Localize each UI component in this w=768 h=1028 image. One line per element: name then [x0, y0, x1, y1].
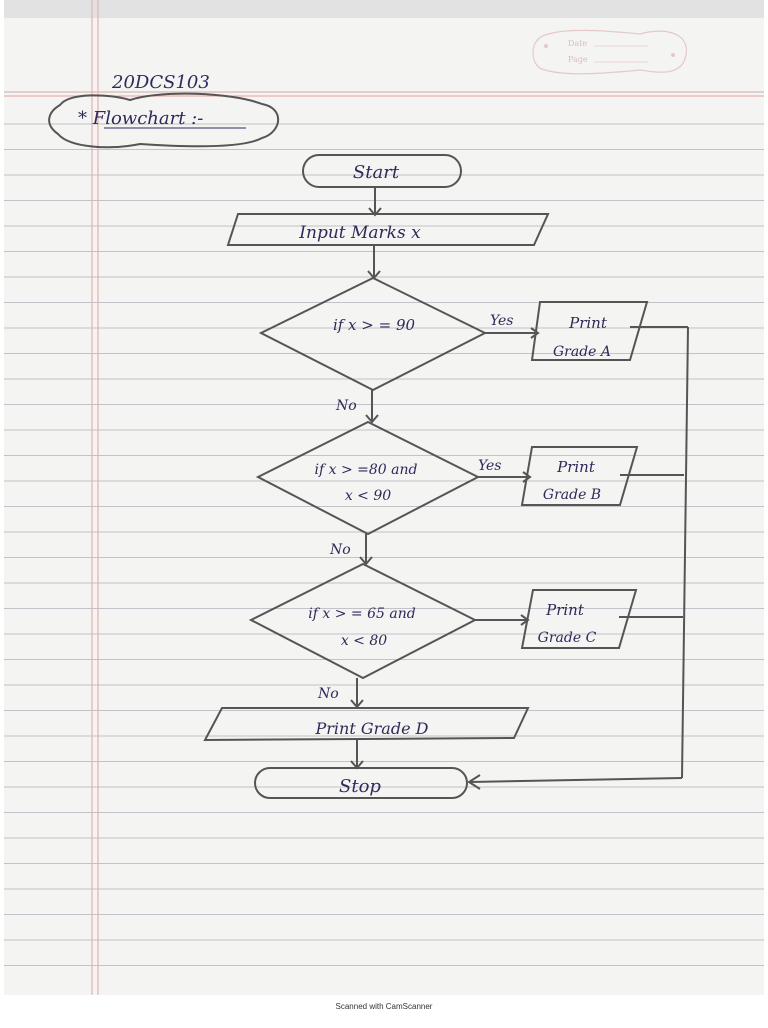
flowchart-title: * Flowchart :- [78, 108, 203, 129]
stop-label: Stop [339, 776, 381, 797]
output-a-line2: Grade A [553, 344, 611, 360]
arrowhead [467, 774, 481, 790]
decision-1-text: if x > = 90 [333, 316, 416, 334]
arrowhead [530, 327, 540, 339]
no-label-1: No [335, 398, 357, 414]
decision-2-line2: x < 90 [345, 488, 391, 504]
title-cloud [48, 92, 280, 149]
decision-3 [248, 562, 478, 680]
arrowhead [359, 556, 373, 566]
no-label-2: No [329, 542, 351, 558]
no-label-3: No [317, 686, 339, 702]
decision-2-line1: if x > =80 and [315, 462, 418, 478]
input-parallelogram [226, 213, 550, 246]
output-grade-c [520, 589, 638, 649]
yes-label-2: Yes [478, 458, 502, 474]
start-label: Start [353, 162, 400, 183]
paper-sheet [4, 0, 764, 995]
roll-number: 20DCS103 [111, 72, 210, 93]
output-c-line1: Print [545, 601, 585, 619]
output-grade-a [530, 301, 649, 361]
stop-terminal [254, 767, 468, 799]
decision-2 [255, 420, 481, 536]
ruled-lines [4, 123, 764, 966]
connector-bus-stop [469, 777, 683, 783]
output-a-line1: Print [568, 314, 608, 332]
connector-bus-vertical [681, 326, 689, 779]
scanner-watermark: Scanned with CamScanner [335, 1002, 433, 1011]
output-grade-b [520, 446, 639, 506]
output-b-line1: Print [556, 458, 596, 476]
output-d-label: Print Grade D [315, 719, 429, 738]
decision-3-line2: x < 80 [341, 633, 387, 649]
start-terminal [302, 154, 462, 188]
date-page-stamp: Date Page [532, 29, 687, 75]
page-label: Page [568, 55, 588, 64]
yes-label-1: Yes [490, 313, 514, 329]
top-shadow [4, 0, 764, 18]
date-label: Date [568, 39, 587, 48]
input-label: Input Marks x [298, 223, 421, 243]
output-grade-d [203, 707, 530, 742]
output-c-line2: Grade C [538, 630, 597, 646]
arrowhead [365, 414, 379, 424]
decision-3-line1: if x > = 65 and [308, 606, 415, 622]
output-b-line2: Grade B [543, 487, 601, 503]
